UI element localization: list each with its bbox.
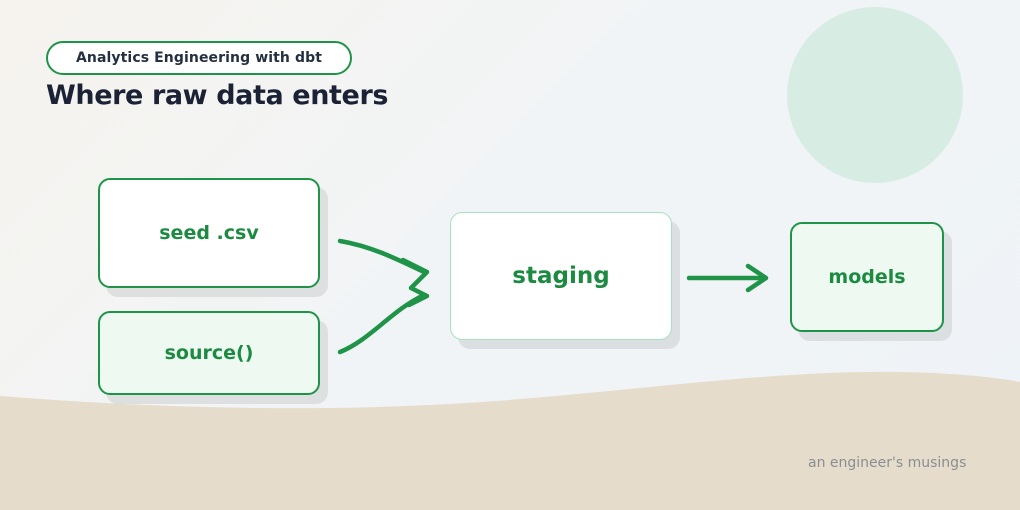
- series-label-pill: Analytics Engineering with dbt: [46, 41, 352, 75]
- node-staging: staging: [450, 212, 672, 340]
- byline: an engineer's musings: [808, 455, 967, 471]
- sand-ground: [0, 371, 1020, 510]
- node-models: models: [790, 222, 944, 332]
- decorative-circle: [787, 7, 963, 183]
- page-title: Where raw data enters: [46, 80, 389, 111]
- node-source: source(): [98, 311, 320, 395]
- node-seed-csv: seed .csv: [98, 178, 320, 288]
